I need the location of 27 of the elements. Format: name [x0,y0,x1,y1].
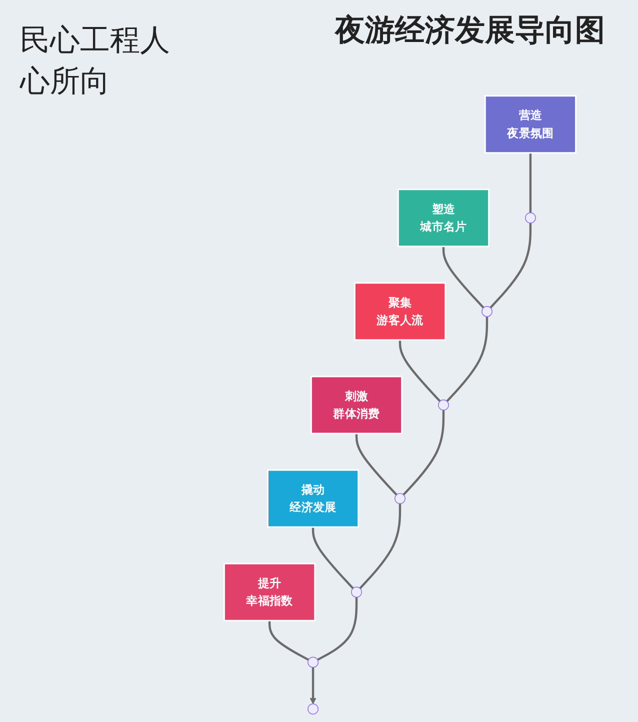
connector [446,316,488,402]
node-circle [482,306,492,317]
node-circle [438,400,449,410]
connector [268,620,310,661]
node-circle [308,704,318,715]
connector [529,152,532,213]
node-box: 营造 夜景氛围 [484,95,576,154]
node-box: 提升 幸福指数 [224,562,316,622]
slogan-text: 民心工程人心所向 [20,22,170,101]
node-box: 刺激 群体消费 [310,376,403,434]
node-box: 聚集 游客人流 [354,282,446,341]
connector [312,527,354,590]
connector [359,504,402,590]
node-circle [394,493,406,504]
connector [490,223,532,308]
node-box: 塑造 城市名片 [397,188,490,248]
connector [442,246,484,308]
node-circle [351,586,362,598]
diagram-title: 夜游经济发展导向图 [334,12,606,50]
connector [402,410,445,496]
node-circle [524,212,536,224]
arrow [310,667,316,704]
connector [398,340,441,402]
node-box: 撬动 经济发展 [266,469,360,528]
node-circle [308,656,318,668]
connector [355,434,398,496]
connector [317,597,358,661]
